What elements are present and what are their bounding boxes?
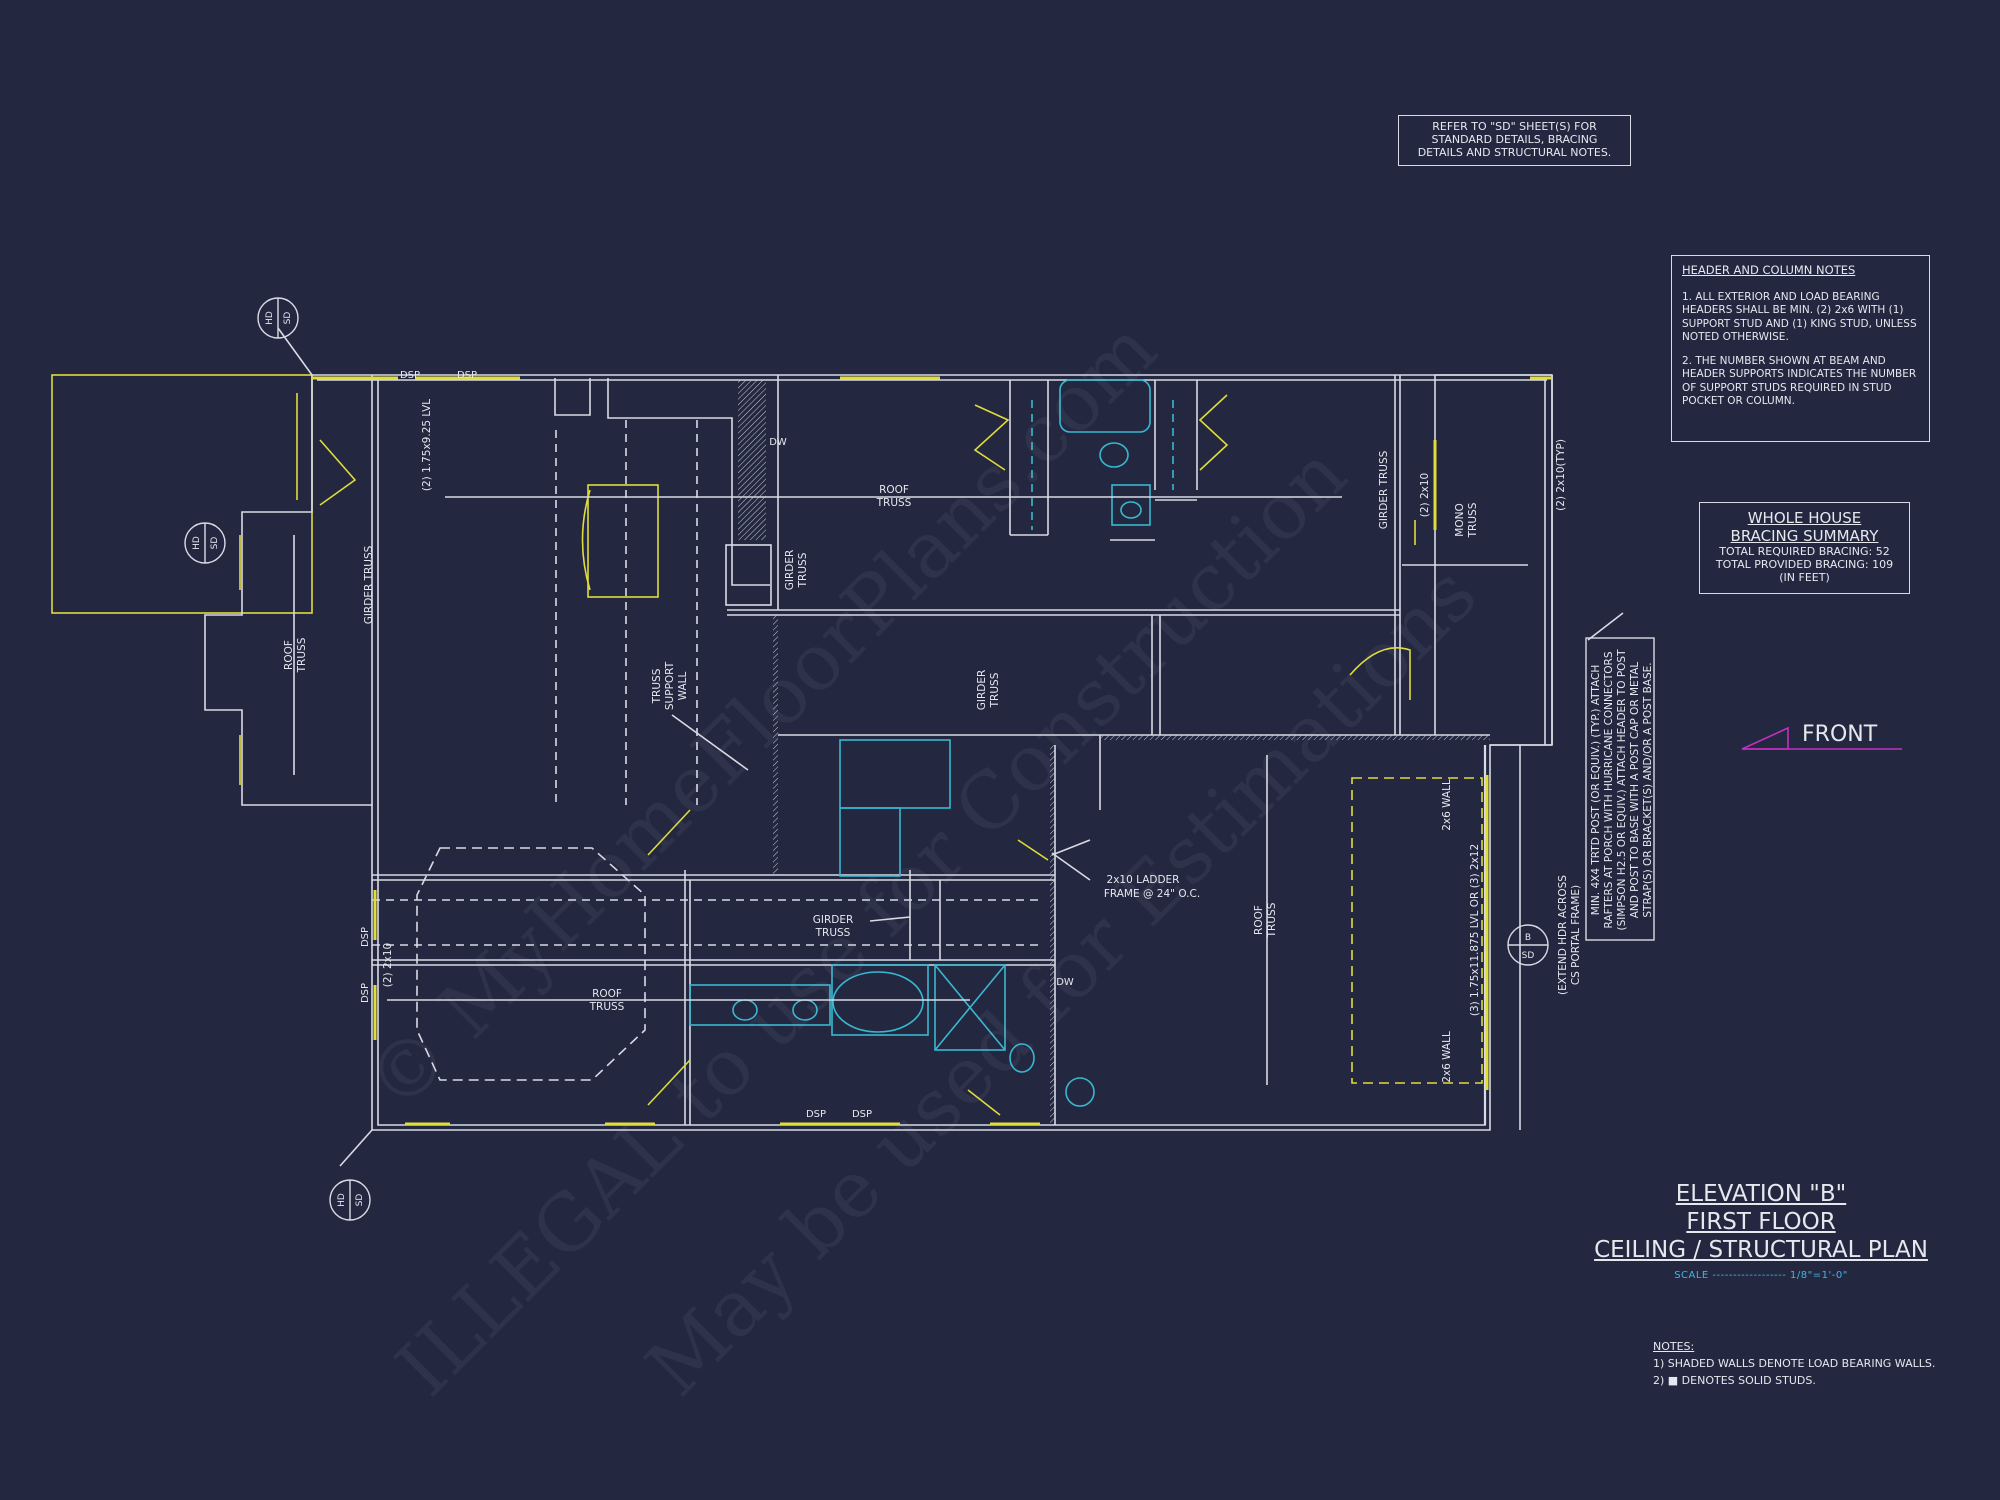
2x10-label-1: (2) 2x10	[1419, 473, 1431, 517]
front-label: FRONT	[1802, 722, 1878, 747]
girder-truss-v1: GIRDER TRUSS	[363, 545, 375, 624]
roof-truss-label-1b: TRUSS	[876, 497, 912, 509]
girder-truss-v2a: GIRDER	[784, 550, 796, 591]
lvl-garage-label: (3) 1.75x11.875 LVL OR (3) 2x12	[1469, 844, 1481, 1016]
dsp-label-4: DSP	[852, 1109, 872, 1120]
title-block: ELEVATION "B" FIRST FLOOR CEILING / STRU…	[1580, 1180, 1942, 1281]
title-line-1: ELEVATION "B"	[1675, 1181, 1847, 1207]
2x10-label-2: (2) 2x10	[382, 943, 394, 987]
title-line-3: CEILING / STRUCTURAL PLAN	[1594, 1237, 1928, 1263]
roof-truss-label-1a: ROOF	[879, 484, 909, 496]
dsp-label-1: DSP	[400, 370, 420, 381]
dsp-label-3: DSP	[806, 1109, 826, 1120]
girder-truss-label-a: GIRDER	[813, 914, 854, 926]
2x6-wall-1: 2x6 WALL	[1441, 779, 1453, 831]
header-column-notes: HEADER AND COLUMN NOTES 1. ALL EXTERIOR …	[1671, 255, 1930, 442]
front-indicator: FRONT	[1740, 722, 1902, 752]
note-2: 2) ■ DENOTES SOLID STUDS.	[1653, 1374, 1816, 1387]
roof-truss-v1b: TRUSS	[296, 637, 308, 673]
girder-truss-v2b: TRUSS	[797, 552, 809, 588]
post-note-5: STRAP(S) OR BRACKET(S) AND/OR A POST BAS…	[1642, 662, 1654, 917]
roof-truss-label-2a: ROOF	[592, 988, 622, 1000]
extend-hdr-a: (EXTEND HDR ACROSS	[1557, 875, 1569, 995]
dw-label-2: DW	[1056, 977, 1074, 988]
title-line-2: FIRST FLOOR	[1686, 1209, 1836, 1235]
header-note-2: 2. THE NUMBER SHOWN AT BEAM AND HEADER S…	[1682, 354, 1917, 408]
mono-truss-a: MONO	[1454, 503, 1466, 536]
girder-truss-v3b: TRUSS	[989, 672, 1001, 708]
scale-label: SCALE ------------------ 1/8"=1'-0"	[1674, 1270, 1848, 1281]
post-note-2: RAFTERS AT PORCH WITH HURRICANE CONNECTO…	[1603, 651, 1615, 928]
truss-support-b: SUPPORT	[664, 661, 676, 710]
sd-label-3: SD	[355, 1194, 365, 1207]
truss-support-c: WALL	[677, 672, 689, 701]
ladder-label-b: FRAME @ 24" O.C.	[1104, 888, 1200, 900]
left-porch	[51, 374, 313, 614]
ladder-label-a: 2x10 LADDER	[1107, 874, 1180, 886]
bracing-units: (IN FEET)	[1779, 571, 1830, 584]
girder-truss-label-b: TRUSS	[815, 927, 851, 939]
lvl-top-label: (2) 1.75x9.25 LVL	[421, 399, 433, 491]
refer-line-1: REFER TO "SD" SHEET(S) FOR	[1432, 120, 1597, 133]
dsp-v2: DSP	[360, 983, 371, 1003]
bracing-title-1: WHOLE HOUSE	[1747, 509, 1862, 527]
girder-truss-v4: GIRDER TRUSS	[1378, 450, 1390, 529]
refer-note-box: REFER TO "SD" SHEET(S) FOR STANDARD DETA…	[1398, 115, 1631, 166]
roof-truss-v1a: ROOF	[283, 640, 295, 670]
hd-label-2: HD	[192, 536, 202, 550]
post-note-1: MIN. 4X4 TRTD POST (OR EQUIV.) (TYP.) AT…	[1590, 665, 1602, 915]
sd-label-2: SD	[210, 537, 220, 550]
post-note-4: AND POST TO BASE WITH A POST CAP OR META…	[1629, 662, 1641, 919]
refer-line-3: DETAILS AND STRUCTURAL NOTES.	[1417, 146, 1612, 159]
refer-line-2: STANDARD DETAILS, BRACING	[1431, 133, 1598, 146]
truss-support-a: TRUSS	[651, 668, 663, 704]
roof-truss-label-2b: TRUSS	[589, 1001, 625, 1013]
dsp-v1: DSP	[360, 927, 371, 947]
roof-truss-v2a: ROOF	[1253, 905, 1265, 935]
note-1: 1) SHADED WALLS DENOTE LOAD BEARING WALL…	[1653, 1357, 1936, 1370]
hd-label-1: HD	[265, 311, 275, 325]
2x6-wall-2: 2x6 WALL	[1441, 1031, 1453, 1083]
load-bearing-walls	[738, 380, 1490, 1125]
girder-truss-v3a: GIRDER	[976, 670, 988, 711]
dsp-label-2: DSP	[457, 370, 477, 381]
header-notes-title: HEADER AND COLUMN NOTES	[1682, 263, 1856, 277]
bracing-required: TOTAL REQUIRED BRACING: 52	[1719, 545, 1890, 558]
bracing-summary-box: WHOLE HOUSE BRACING SUMMARY TOTAL REQUIR…	[1699, 502, 1910, 594]
general-notes: NOTES: 1) SHADED WALLS DENOTE LOAD BEARI…	[1653, 1338, 1935, 1389]
roof-truss-v2b: TRUSS	[1266, 902, 1278, 938]
post-note-3: (SIMPSON H2.5 OR EQUIV.) ATTACH HEADER T…	[1616, 649, 1628, 931]
2x10-typ-label: (2) 2x10(TYP)	[1555, 439, 1567, 511]
dw-label-1: DW	[769, 437, 787, 448]
extend-hdr-b: CS PORTAL FRAME)	[1570, 885, 1582, 985]
bracing-title-2: BRACING SUMMARY	[1730, 527, 1879, 545]
header-note-1: 1. ALL EXTERIOR AND LOAD BEARING HEADERS…	[1682, 290, 1917, 344]
notes-title: NOTES:	[1653, 1340, 1695, 1353]
sd-label-4: SD	[1522, 951, 1535, 961]
mono-truss-b: TRUSS	[1467, 502, 1479, 538]
bracing-provided: TOTAL PROVIDED BRACING: 109	[1715, 558, 1894, 571]
hd-label-3: HD	[337, 1193, 347, 1207]
b-marker-label: B	[1525, 933, 1531, 943]
sd-label-1: SD	[283, 312, 293, 325]
